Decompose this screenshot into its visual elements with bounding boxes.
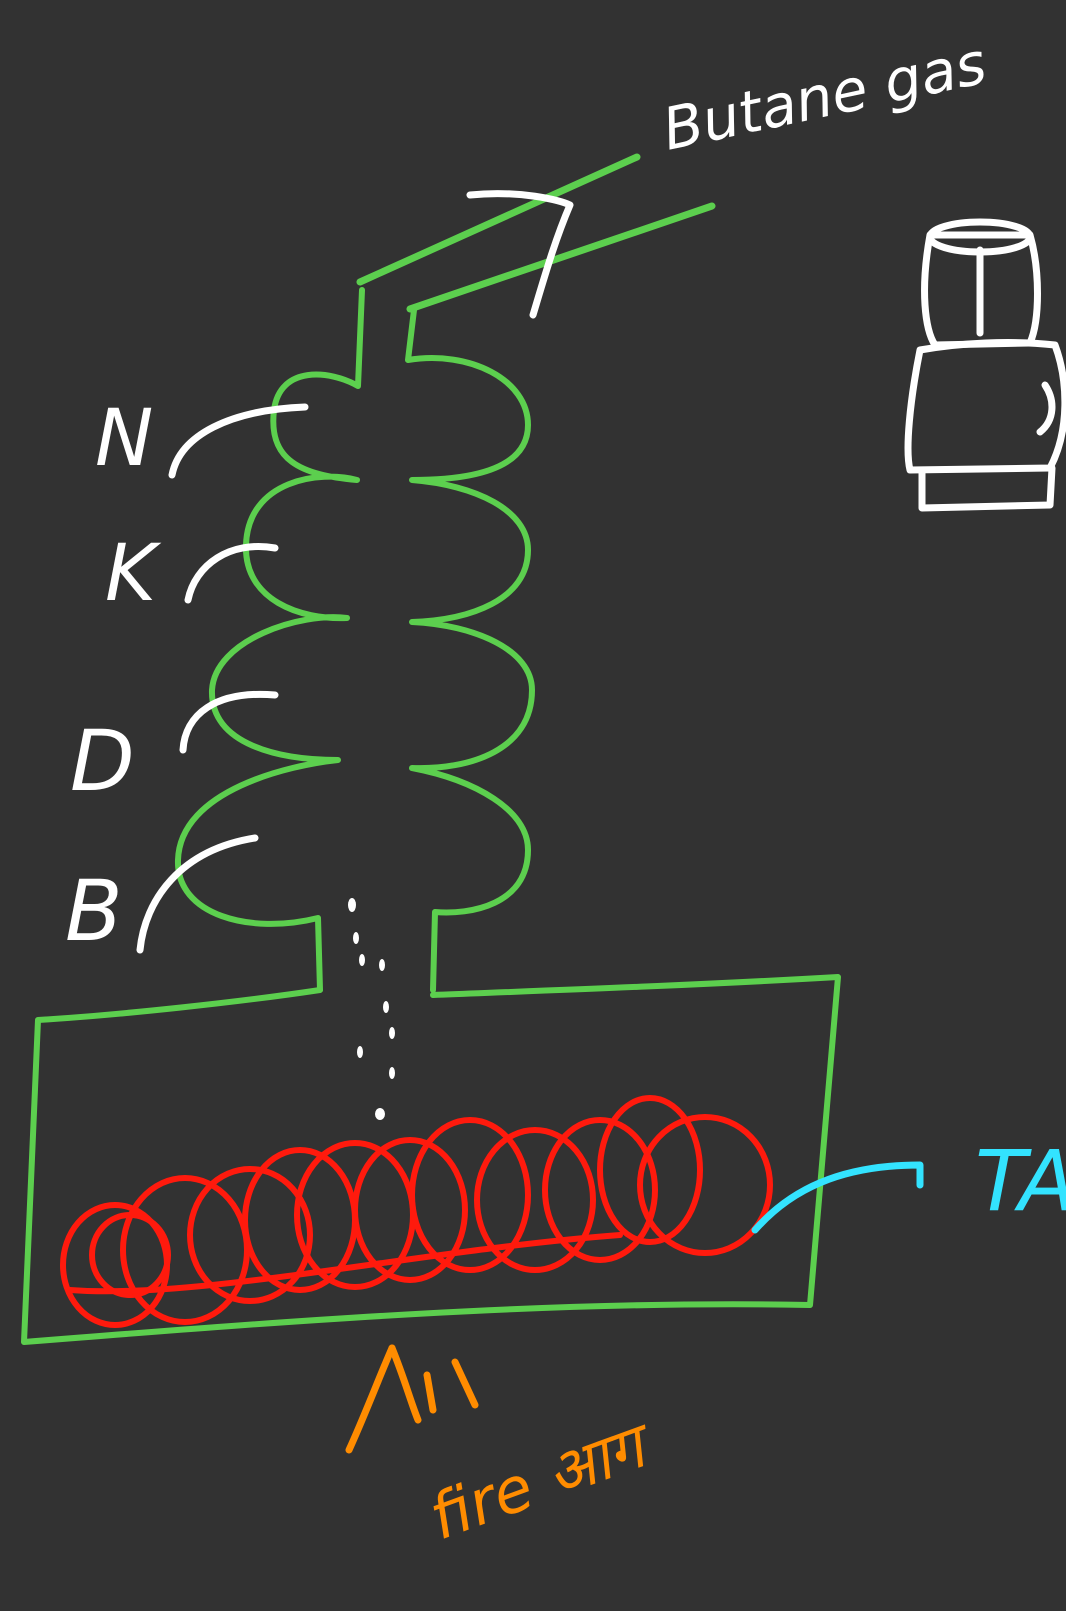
ta-pointer xyxy=(755,1165,920,1230)
fire-label: fire आग xyxy=(420,1406,664,1554)
letter-labels: N K D B xyxy=(65,394,162,960)
heating-coil xyxy=(63,1098,770,1325)
flame-icon xyxy=(349,1348,475,1450)
pointer-n xyxy=(172,407,305,475)
coil-loop xyxy=(123,1178,247,1322)
label-n: N xyxy=(95,394,153,484)
gas-cylinder-icon xyxy=(908,222,1065,508)
ta-label: TA xyxy=(975,1132,1066,1230)
coil-loop xyxy=(640,1117,770,1253)
label-b: B xyxy=(65,862,123,960)
label-d: D xyxy=(70,712,135,810)
gas-inlet-tubes xyxy=(360,157,712,309)
pointer-b xyxy=(140,838,255,950)
bulb-column-left xyxy=(178,290,362,990)
bulb-column-right xyxy=(408,310,532,990)
butane-gas-label: Butane gas xyxy=(657,29,992,164)
pointer-d xyxy=(183,694,275,750)
label-k: K xyxy=(105,529,162,619)
inlet-tube-upper xyxy=(360,157,637,282)
droplet-dots xyxy=(348,898,395,1120)
